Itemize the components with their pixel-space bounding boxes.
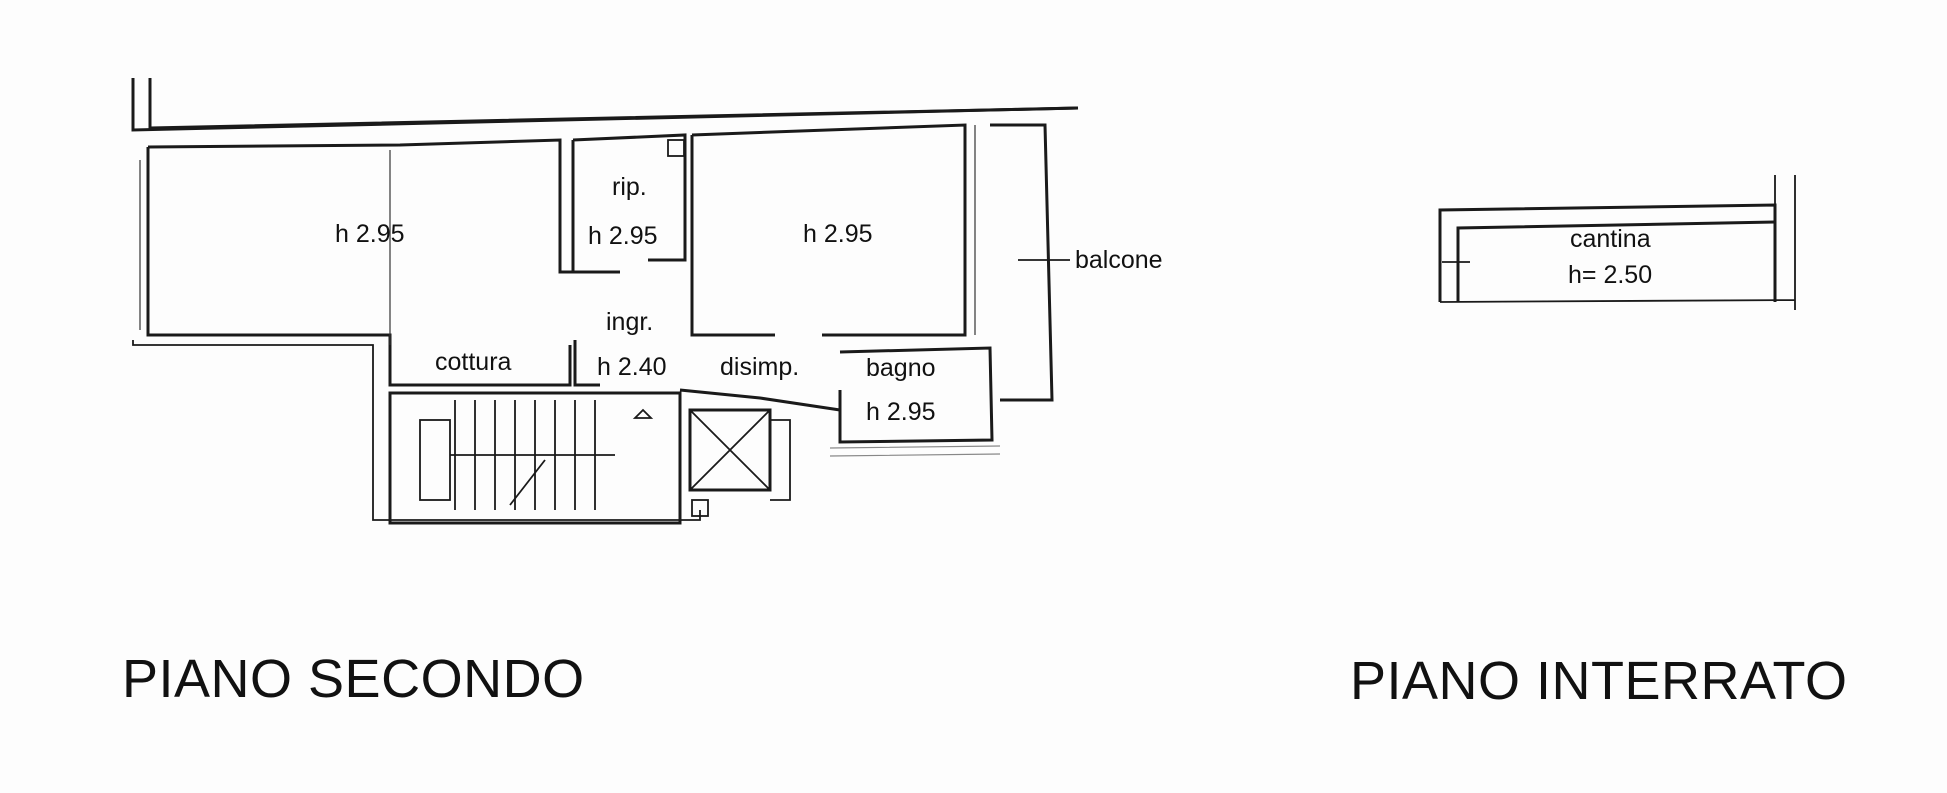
- right-room-walls: [690, 123, 967, 337]
- bathroom-walls: [838, 346, 994, 444]
- cellar-name: cantina: [1570, 225, 1651, 253]
- storage-room-height: h 2.95: [588, 222, 658, 250]
- bathroom-name: bagno: [866, 354, 936, 382]
- right-room-height: h 2.95: [803, 220, 873, 248]
- hallway-name: disimp.: [720, 353, 799, 381]
- cellar-walls: [1438, 203, 1777, 302]
- living-room-walls: [146, 138, 585, 387]
- stairwell: [388, 391, 682, 525]
- left-party-wall: [131, 78, 1079, 132]
- top-wall-outer: [148, 78, 1079, 130]
- storage-room-walls: [571, 133, 687, 274]
- storage-room-name: rip.: [612, 173, 647, 201]
- basement-plan: cantina h= 2.50: [1438, 175, 1796, 310]
- living-room-height: h 2.95: [335, 220, 405, 248]
- kitchenette-name: cottura: [435, 348, 512, 376]
- entrance-walls: [573, 340, 841, 412]
- balcony-walls: [990, 123, 1054, 402]
- stair-treads: [450, 400, 615, 510]
- cellar-height: h= 2.50: [1568, 261, 1652, 289]
- second-floor-plan: h 2.95 rip. h 2.95 h 2.95 ingr. h 2.40 c…: [131, 78, 1163, 525]
- entrance-height: h 2.40: [597, 353, 667, 381]
- entrance-name: ingr.: [606, 308, 653, 336]
- second-floor-title: PIANO SECONDO: [122, 649, 585, 709]
- elevator-shaft: [688, 408, 791, 517]
- balcony-name: balcone: [1075, 246, 1163, 274]
- basement-title: PIANO INTERRATO: [1350, 651, 1848, 711]
- bathroom-height: h 2.95: [866, 398, 936, 426]
